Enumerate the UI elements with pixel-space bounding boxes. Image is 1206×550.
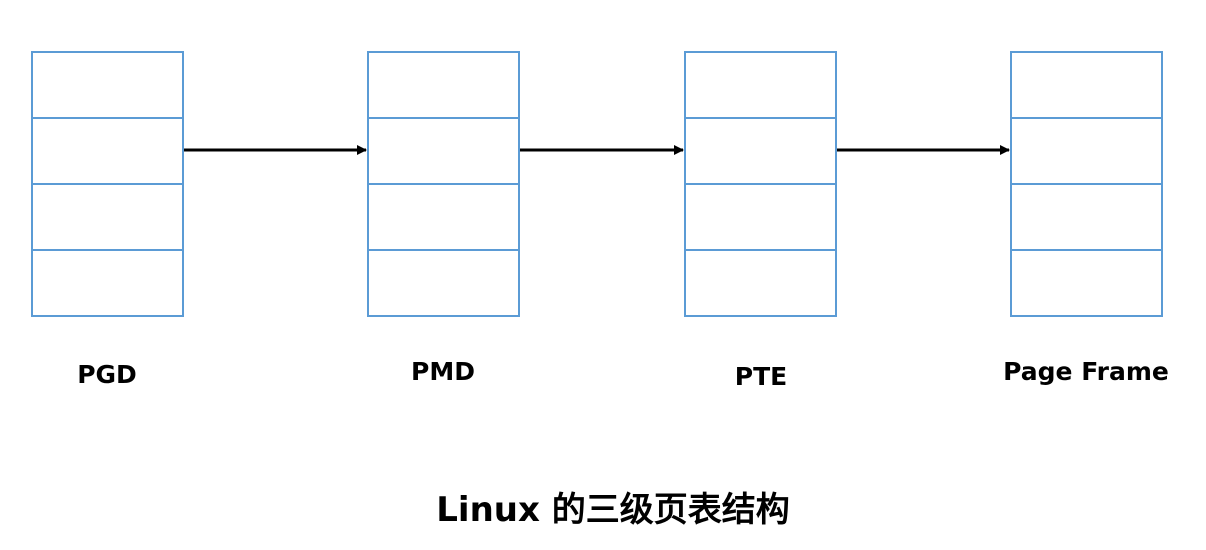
pgd-label: PGD xyxy=(77,360,137,389)
page-frame-label: Page Frame xyxy=(1003,357,1169,386)
pmd-entry xyxy=(369,53,518,117)
pmd-entry xyxy=(369,249,518,315)
pte-table xyxy=(684,51,837,317)
pte-entry xyxy=(686,117,835,183)
page-frame-entry xyxy=(1012,249,1161,315)
pgd-entry xyxy=(33,53,182,117)
diagram-caption: Linux 的三级页表结构 xyxy=(436,490,790,530)
page-frame-entry xyxy=(1012,53,1161,117)
pte-entry xyxy=(686,183,835,249)
pte-label: PTE xyxy=(734,362,788,391)
pmd-entry xyxy=(369,117,518,183)
pgd-entry xyxy=(33,117,182,183)
pgd-entry xyxy=(33,183,182,249)
pmd-table xyxy=(367,51,520,317)
pte-entry xyxy=(686,53,835,117)
pgd-entry xyxy=(33,249,182,315)
pte-entry xyxy=(686,249,835,315)
page-frame-entry xyxy=(1012,117,1161,183)
page-frame-entry xyxy=(1012,183,1161,249)
pgd-table xyxy=(31,51,184,317)
pmd-label: PMD xyxy=(411,357,475,386)
page-frame-table xyxy=(1010,51,1163,317)
pmd-entry xyxy=(369,183,518,249)
